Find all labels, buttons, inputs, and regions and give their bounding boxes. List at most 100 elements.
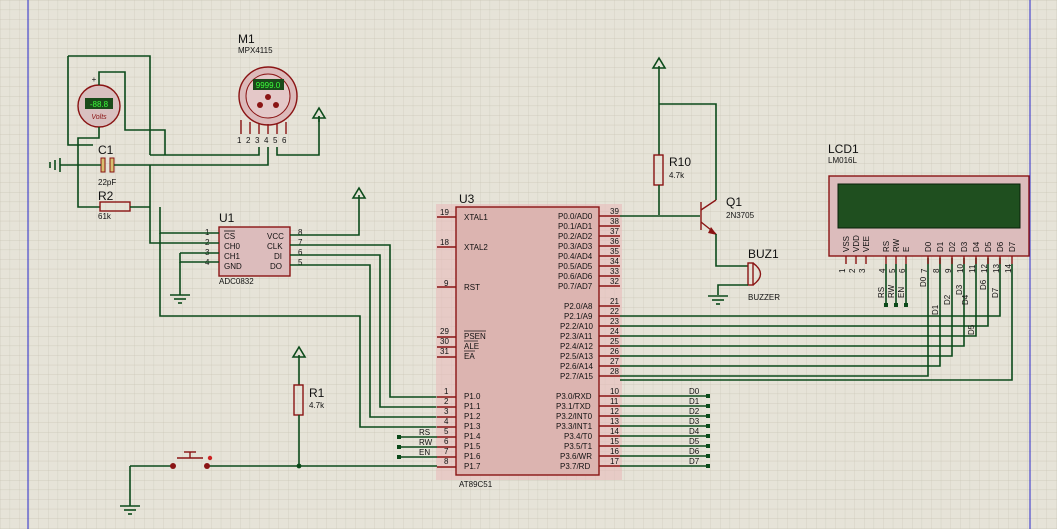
u3-xtal1: XTAL1 (464, 213, 488, 222)
u3-part: AT89C51 (459, 480, 493, 489)
u3-pin17-num: 17 (610, 457, 619, 466)
u3-p23: P2.3/A11 (560, 332, 593, 341)
u3-pin18-num: 18 (440, 238, 449, 247)
lcd-pin-num-10: 10 (956, 264, 965, 273)
c1-ref: C1 (98, 143, 114, 157)
u3-pin21-num: 21 (610, 297, 619, 306)
lcd-net-d5: D5 (967, 324, 976, 335)
m1-pin-1: 1 (237, 136, 242, 145)
net-label-d5: D5 (689, 437, 700, 446)
buzzer-buz1[interactable]: BUZ1 BUZZER (747, 247, 780, 302)
lcd-pin-num-11: 11 (968, 264, 977, 273)
u3-p31: P3.1/TXD (556, 402, 591, 411)
lcd-net-en: EN (897, 287, 906, 298)
lcd-pin-num-8: 8 (932, 268, 941, 273)
u3-pin12-num: 12 (610, 407, 619, 416)
q1-part: 2N3705 (726, 211, 755, 220)
u3-pin36-num: 36 (610, 237, 619, 246)
u3-p32: P3.2/INT0 (556, 412, 593, 421)
voltmeter-unit: Volts (91, 114, 107, 121)
m1-part: MPX4115 (238, 46, 273, 55)
buz1-ref: BUZ1 (748, 247, 779, 261)
lcd-pin-name-d6: D6 (996, 241, 1005, 252)
u1-pin6-name: DI (274, 252, 282, 261)
u3-ale: ALE (464, 342, 479, 351)
net-label-d2: D2 (689, 407, 700, 416)
u3-rst: RST (464, 283, 480, 292)
u3-p11: P1.1 (464, 402, 481, 411)
q1-ref: Q1 (726, 195, 742, 209)
u3-pin9-num: 9 (444, 279, 449, 288)
u3-pin3-num: 3 (444, 407, 449, 416)
ground-bottom (120, 505, 140, 515)
u3-pin14-num: 14 (610, 427, 619, 436)
u3-pin8-num: 8 (444, 457, 449, 466)
adc-u1[interactable]: U1 ADC0832 1 CS 2 CH0 3 CH1 4 GND 8 VCC … (205, 211, 303, 286)
lcd-pin-name-rw: RW (892, 238, 901, 252)
buz1-part: BUZZER (748, 293, 780, 302)
lcd-pin-name-d2: D2 (948, 241, 957, 252)
u3-p35: P3.5/T1 (564, 442, 593, 451)
r1-value: 4.7k (309, 401, 325, 410)
m1-pin-3: 3 (255, 136, 260, 145)
u3-p13: P1.3 (464, 422, 481, 431)
net-label-en-u3: EN (419, 448, 430, 457)
reset-push-button[interactable] (170, 451, 213, 469)
lcd-pin-name-vee: VEE (862, 236, 871, 252)
u3-p20: P2.0/A8 (564, 302, 593, 311)
r10-ref: R10 (669, 155, 691, 169)
u3-pin2-num: 2 (444, 397, 449, 406)
ground-buzzer (708, 295, 728, 305)
lcd1-ref: LCD1 (828, 142, 859, 156)
lcd-pin-name-d4: D4 (972, 241, 981, 252)
u3-p24: P2.4/A12 (560, 342, 593, 351)
u1-pin6-num: 6 (298, 248, 303, 257)
u3-pin7-num: 7 (444, 447, 449, 456)
lcd-net-rw: RW (887, 284, 896, 298)
u3-p14: P1.4 (464, 432, 481, 441)
u3-pin38-num: 38 (610, 217, 619, 226)
m1-pin-2: 2 (246, 136, 251, 145)
lcd-net-d7: D7 (991, 287, 1000, 298)
lcd-net-d6: D6 (979, 279, 988, 290)
lcd-pin-name-d5: D5 (984, 241, 993, 252)
lcd-net-d2: D2 (943, 294, 952, 305)
lcd-pin-num-7: 7 (920, 268, 929, 273)
net-label-d7: D7 (689, 457, 700, 466)
m1-display: 9999.0 (256, 81, 281, 90)
u3-pin24-num: 24 (610, 327, 619, 336)
lcd-pin-num-5: 5 (888, 268, 897, 273)
u1-pin5-name: DO (270, 262, 282, 271)
m1-pin-4: 4 (264, 136, 269, 145)
lcd-net-d4: D4 (961, 294, 970, 305)
transistor-q1[interactable]: Q1 2N3705 (700, 195, 755, 235)
net-label-d4: D4 (689, 427, 700, 436)
lcd-lcd1[interactable]: LCD1 LM016L (828, 142, 1030, 257)
u3-pin34-num: 34 (610, 257, 619, 266)
u1-pin1-name: CS (224, 232, 235, 241)
u3-ea: EA (464, 352, 475, 361)
sensor-m1[interactable]: M1 MPX4115 9999.0 1 2 3 4 5 6 (237, 32, 298, 145)
lcd-pin-name-rs: RS (882, 241, 891, 252)
lcd-pin-num-6: 6 (898, 268, 907, 273)
lcd-net-d1: D1 (931, 304, 940, 315)
u3-pin22-num: 22 (610, 307, 619, 316)
u3-p34: P3.4/T0 (564, 432, 593, 441)
lcd-pin-name-vdd: VDD (852, 235, 861, 252)
u3-p27: P2.7/A15 (560, 372, 593, 381)
voltmeter[interactable]: -88.8 Volts + (77, 75, 121, 128)
mcu-u3[interactable]: U3 AT89C51 19 XTAL1 18 RST XTAL2 9 RST 2… (436, 192, 622, 489)
u3-p02: P0.2/AD2 (558, 232, 593, 241)
u3-p15: P1.5 (464, 442, 481, 451)
u1-ref: U1 (219, 211, 235, 225)
u1-pin8-num: 8 (298, 228, 303, 237)
u1-pin7-name: CLK (267, 242, 283, 251)
u3-p33: P3.3/INT1 (556, 422, 593, 431)
u3-p25: P2.5/A13 (560, 352, 593, 361)
u3-p21: P2.1/A9 (564, 312, 593, 321)
c1-value: 22pF (98, 178, 116, 187)
lcd-pin-num-12: 12 (980, 264, 989, 273)
u3-pin19-num: 19 (440, 208, 449, 217)
ground-left (49, 158, 61, 172)
